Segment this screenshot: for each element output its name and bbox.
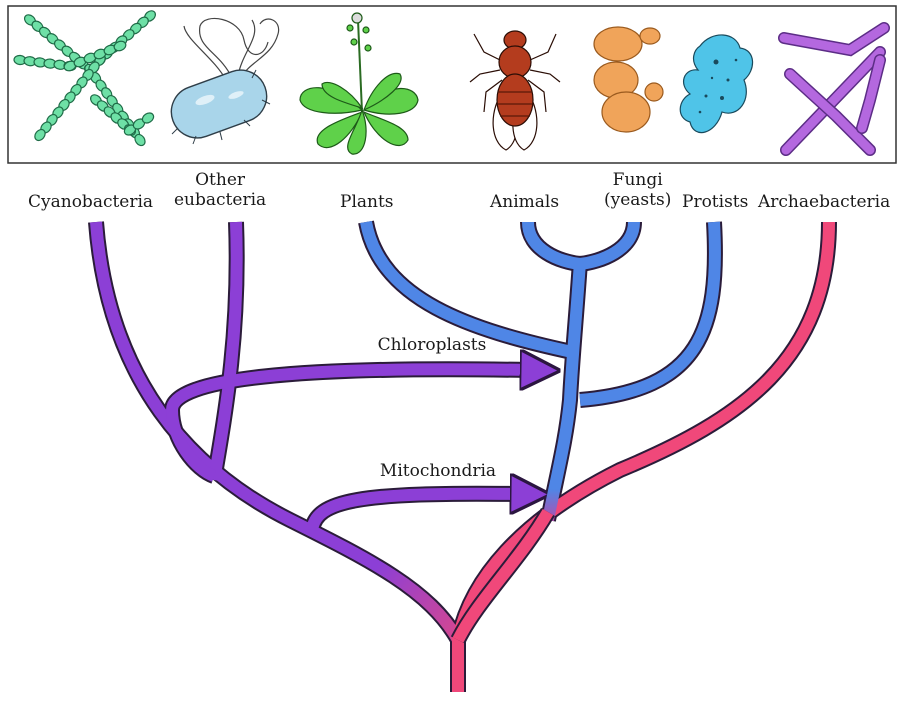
archaebacteria-lineage bbox=[458, 222, 829, 640]
protists-branch bbox=[580, 222, 715, 400]
taxon-label-animals: Animals bbox=[490, 192, 559, 212]
eukaryote-root-link bbox=[458, 512, 548, 640]
mitochondria-arrow bbox=[312, 494, 518, 530]
taxon-label-archaebacteria: Archaebacteria bbox=[758, 192, 890, 212]
taxon-label-fungi: Fungi (yeasts) bbox=[604, 170, 671, 210]
mitochondria-label: Mitochondria bbox=[380, 461, 496, 481]
chloroplasts-label: Chloroplasts bbox=[378, 335, 487, 355]
taxon-label-other-eubacteria: Other eubacteria bbox=[174, 170, 266, 210]
taxon-label-protists: Protists bbox=[682, 192, 748, 212]
taxon-label-plants: Plants bbox=[340, 192, 394, 212]
taxon-label-cyanobacteria: Cyanobacteria bbox=[28, 192, 153, 212]
